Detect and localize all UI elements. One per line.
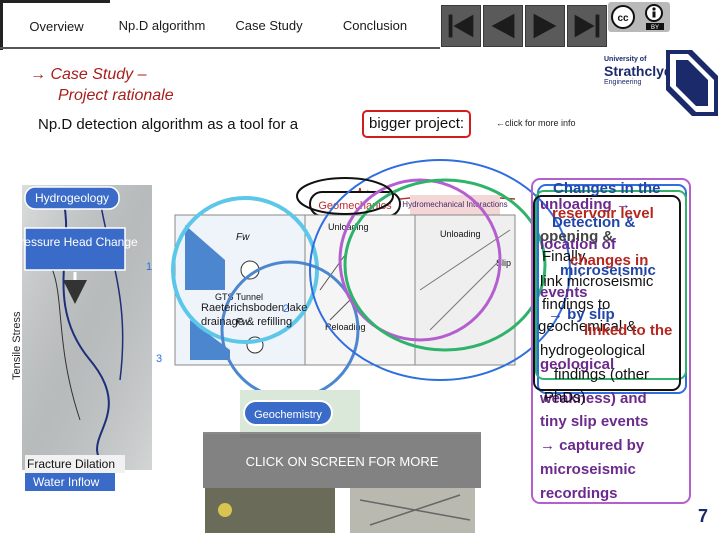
captured-by-text: → captured by [540, 437, 644, 454]
linked-text: linked to the [584, 322, 672, 339]
unloading-right-label: Unloading [440, 229, 481, 239]
microseismic-2-text: microseismic [540, 461, 636, 478]
fracture-dilation-label: Fracture Dilation [27, 457, 115, 471]
cc-text: cc [617, 13, 629, 24]
click-for-more-button[interactable]: CLICK ON SCREEN FOR MORE [203, 432, 481, 488]
saltire-crest-icon [604, 42, 720, 124]
creative-commons-badge: cc BY [608, 2, 670, 32]
tab-conclusion[interactable]: Conclusion [325, 0, 425, 50]
step-number-3: 3 [156, 353, 162, 365]
university-logo: University of Strathclyde Engineering [604, 42, 720, 124]
detection-and-text: Detection & [552, 214, 635, 231]
findings-other-text: findings (other [554, 366, 649, 383]
tab-npd-algorithm[interactable]: Np.D algorithm [112, 0, 212, 50]
pressure-head-label: Pressure Head Change [12, 235, 138, 249]
phds-text: PhDs) [544, 389, 586, 406]
lake-drainage-label: Raeterichsboden lake drainage & refillin… [201, 301, 351, 329]
recordings-text: recordings [540, 485, 618, 502]
geomechanics-label: Geomechanics [318, 200, 392, 212]
bigger-project-highlight[interactable]: bigger project: [362, 110, 471, 138]
arrow-left-icon [484, 6, 522, 46]
step-number-1: 1 [146, 261, 152, 273]
changes-in-the-text: Changes in the [553, 180, 661, 197]
last-slide-button[interactable] [567, 5, 607, 47]
geochemistry-label: Geochemistry [254, 409, 322, 421]
previous-slide-button[interactable] [483, 5, 523, 47]
tensile-stress-label: Tensile Stress [11, 311, 23, 380]
tiny-slip-text: tiny slip events [540, 413, 648, 430]
subtitle-text: Np.D detection algorithm as a tool for a [38, 116, 298, 133]
tab-case-study[interactable]: Case Study [225, 0, 313, 50]
heading-project-rationale: Project rationale [58, 87, 174, 105]
fw-label-1: Fw [236, 232, 250, 243]
schematic-panel-mid [305, 215, 415, 365]
heading-case-study: → Case Study – [30, 66, 147, 84]
nav-underline [0, 47, 440, 49]
first-slide-button[interactable] [441, 5, 481, 47]
page-number: 7 [698, 506, 708, 527]
water-inflow-label: Water Inflow [33, 475, 100, 489]
skip-back-icon [442, 6, 480, 46]
hydrogeology-label: Hydrogeology [35, 191, 109, 205]
tab-overview[interactable]: Overview [0, 0, 110, 50]
by-text: BY [651, 25, 659, 31]
click-for-info-link[interactable]: ←click for more info [496, 118, 576, 128]
hydromechanical-label: Hydromechanical Interactions [402, 200, 507, 209]
arrow-right-icon [526, 6, 564, 46]
next-slide-button[interactable] [525, 5, 565, 47]
skip-forward-icon [568, 6, 606, 46]
